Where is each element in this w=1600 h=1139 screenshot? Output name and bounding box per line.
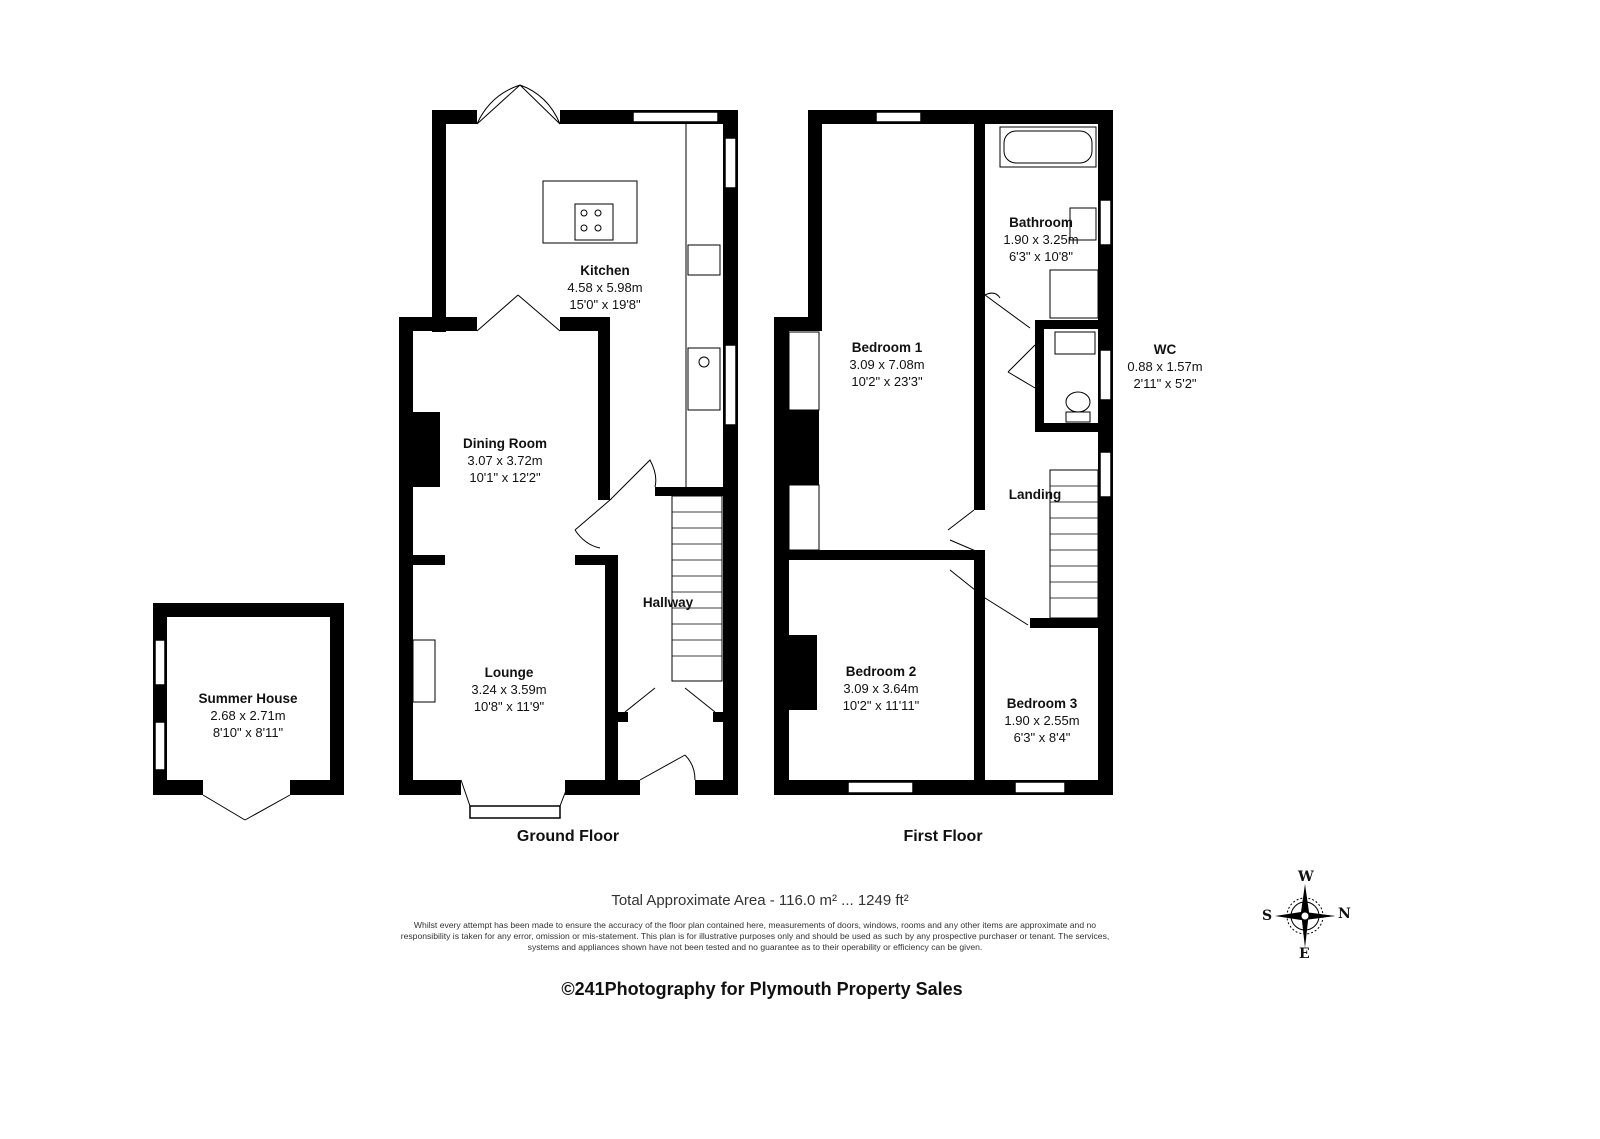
room-metric: 3.09 x 7.08m [849, 357, 925, 372]
compass-right-label: N [1338, 906, 1351, 922]
room-name: WC [1153, 342, 1177, 357]
room-name: Bedroom 1 [851, 340, 923, 355]
room-imperial: 15'0" x 19'8" [569, 297, 641, 312]
room-metric: 3.07 x 3.72m [467, 453, 543, 468]
room-metric: 1.90 x 2.55m [1004, 713, 1080, 728]
room-metric: 0.88 x 1.57m [1127, 359, 1203, 374]
total-area: Total Approximate Area - 116.0 m² ... 12… [611, 892, 909, 909]
room-name: Hallway [642, 595, 694, 610]
room-imperial: 6'3" x 8'4" [1013, 730, 1071, 745]
room-label-landing: Landing [1009, 486, 1062, 503]
room-name: Summer House [198, 691, 298, 706]
windows [154, 111, 1112, 819]
room-label-hallway: Hallway [643, 594, 693, 611]
room-label-bedroom-1: Bedroom 1 3.09 x 7.08m 10'2" x 23'3" [849, 339, 924, 390]
room-name: Dining Room [463, 436, 547, 451]
room-metric: 1.90 x 3.25m [1003, 232, 1079, 247]
room-imperial: 6'3" x 10'8" [1008, 249, 1074, 264]
room-metric: 4.58 x 5.98m [567, 280, 643, 295]
room-label-bedroom-2: Bedroom 2 3.09 x 3.64m 10'2" x 11'11" [843, 663, 920, 714]
room-metric: 2.68 x 2.71m [210, 708, 286, 723]
room-name: Bedroom 3 [1006, 696, 1078, 711]
room-label-bathroom: Bathroom 1.90 x 3.25m 6'3" x 10'8" [1003, 214, 1078, 265]
room-imperial: 10'2" x 11'11" [842, 698, 920, 713]
walls [153, 110, 1113, 795]
room-label-summer-house: Summer House 2.68 x 2.71m 8'10" x 8'11" [198, 690, 297, 741]
room-imperial: 10'8" x 11'9" [473, 699, 545, 714]
compass-icon [1275, 884, 1335, 948]
room-label-dining: Dining Room 3.07 x 3.72m 10'1" x 12'2" [463, 435, 547, 486]
floor-title-first: First Floor [903, 828, 983, 845]
room-name: Kitchen [580, 263, 630, 278]
room-name: Landing [1008, 487, 1062, 502]
room-name: Lounge [484, 665, 534, 680]
room-imperial: 10'2" x 23'3" [851, 374, 923, 389]
room-imperial: 10'1" x 12'2" [469, 470, 541, 485]
floor-title-ground: Ground Floor [516, 828, 620, 845]
room-metric: 3.09 x 3.64m [843, 681, 919, 696]
room-label-bedroom-3: Bedroom 3 1.90 x 2.55m 6'3" x 8'4" [1004, 695, 1079, 746]
disclaimer: Whilst every attempt has been made to en… [400, 920, 1110, 952]
fixtures [202, 84, 1099, 821]
compass-top-label: W [1298, 869, 1314, 885]
compass-bottom-label: E [1299, 946, 1310, 962]
stair-treads [672, 485, 1098, 657]
room-label-lounge: Lounge 3.24 x 3.59m 10'8" x 11'9" [471, 664, 546, 715]
compass-left-label: S [1262, 908, 1273, 924]
room-name: Bathroom [1009, 215, 1073, 230]
room-imperial: 8'10" x 8'11" [212, 725, 284, 740]
room-name: Bedroom 2 [845, 664, 917, 679]
room-label-wc: WC 0.88 x 1.57m 2'11" x 5'2" [1127, 341, 1202, 392]
room-label-kitchen: Kitchen 4.58 x 5.98m 15'0" x 19'8" [567, 262, 642, 313]
room-metric: 3.24 x 3.59m [471, 682, 547, 697]
copyright: ©241Photography for Plymouth Property Sa… [561, 979, 963, 999]
room-imperial: 2'11" x 5'2" [1133, 376, 1197, 391]
